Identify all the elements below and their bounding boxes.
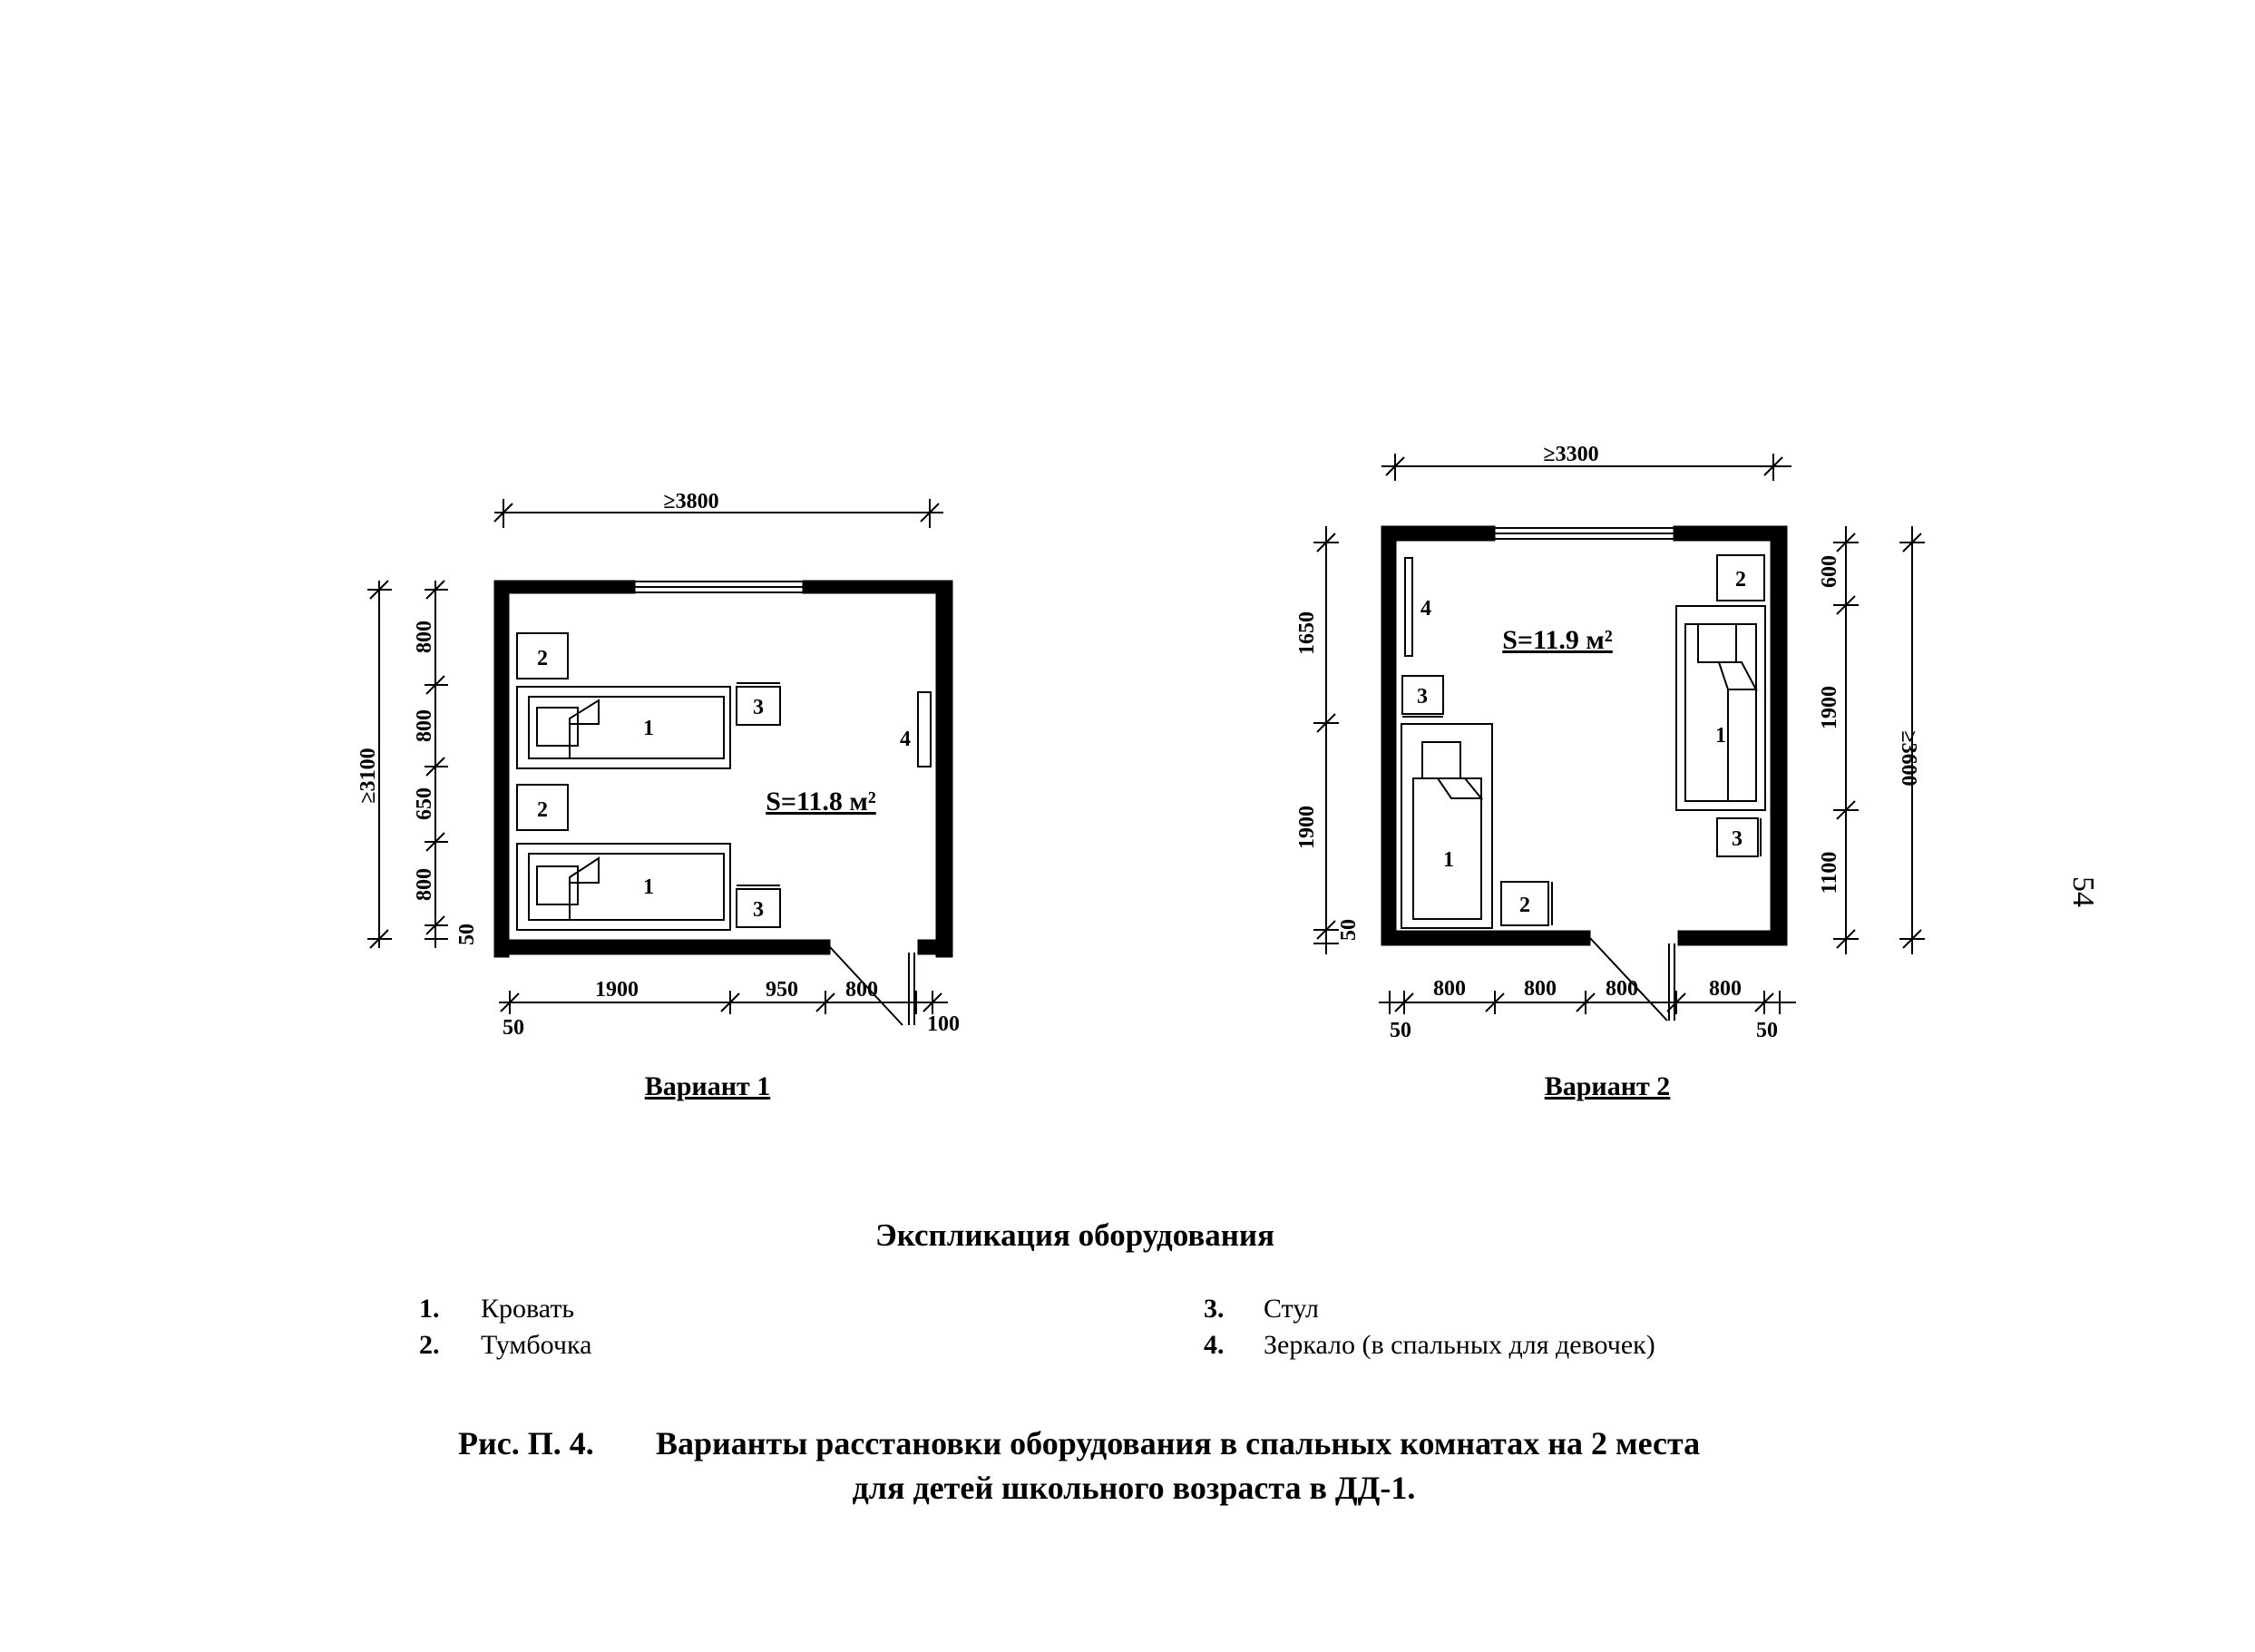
legend-label-2: Тумбочка — [481, 1330, 591, 1360]
v1-mirror-label: 4 — [900, 728, 911, 751]
v2-dim-800-c: 800 — [1606, 977, 1638, 1001]
v1-wall-top-right — [802, 580, 953, 594]
v2-nightstand-a — [1716, 554, 1765, 601]
v1-dim-950: 950 — [766, 978, 798, 1002]
v2-wall-right — [1770, 525, 1788, 946]
v1-dim-800-b: 800 — [413, 709, 436, 742]
legend-num-4: 4. — [1204, 1330, 1225, 1360]
v1-bed-b-label: 1 — [643, 875, 654, 899]
legend-num-3: 3. — [1204, 1294, 1225, 1324]
caption-line2: для детей школьного возраста в ДД-1. — [853, 1470, 1416, 1506]
v1-window — [635, 581, 803, 593]
v2-wall-bottom-left — [1381, 930, 1591, 946]
v1-area: S=11.8 м² — [766, 787, 876, 816]
v1-mirror — [917, 691, 932, 767]
v2-title: Вариант 2 — [1545, 1071, 1671, 1101]
caption-line1: Варианты расстановки оборудования в спал… — [656, 1425, 1700, 1461]
variant2-plan — [1313, 454, 1925, 1022]
v1-wall-bottom — [493, 939, 831, 955]
v1-chair-b — [736, 885, 781, 928]
v2-chair-a — [1401, 675, 1444, 718]
v2-window — [1495, 527, 1674, 540]
v2-dim-1100: 1100 — [1818, 852, 1841, 894]
v1-wall-top-left — [493, 580, 636, 594]
legend-label-4: Зеркало (в спальных для девочек) — [1264, 1330, 1655, 1360]
v2-mirror — [1404, 557, 1413, 657]
v1-bed-a — [516, 686, 731, 769]
v1-bed-a-label: 1 — [643, 717, 654, 740]
v1-width-label: ≥3800 — [663, 490, 718, 513]
v1-dim-50-left: 50 — [455, 924, 479, 945]
v2-nightstand-a-label: 2 — [1735, 568, 1746, 591]
v2-dim-left — [1313, 526, 1339, 954]
v2-bed-b — [1675, 605, 1766, 811]
v2-dim-50-bottom-left: 50 — [1390, 1019, 1411, 1042]
v1-height-label: ≥3100 — [356, 748, 380, 803]
caption-number: Рис. П. 4. — [458, 1425, 594, 1461]
v2-dim-50-left: 50 — [1337, 919, 1361, 941]
v2-dim-800-d: 800 — [1709, 977, 1742, 1001]
v1-dim-800-a: 800 — [413, 621, 436, 653]
v2-mirror-label: 4 — [1420, 597, 1431, 621]
v1-wall-right — [935, 580, 953, 958]
v2-dim-1900-right: 1900 — [1818, 686, 1841, 729]
v1-door — [829, 946, 915, 1026]
v1-dim-left — [367, 580, 448, 949]
v1-chair-b-label: 3 — [753, 898, 764, 922]
v1-dim-100: 100 — [927, 1012, 960, 1036]
v2-dim-50-bottom-right: 50 — [1756, 1019, 1778, 1042]
v1-dim-650: 650 — [413, 787, 436, 820]
legend-label-3: Стул — [1264, 1294, 1319, 1324]
v2-wall-left — [1381, 525, 1397, 946]
v1-nightstand-b — [516, 784, 569, 831]
v2-dim-600: 600 — [1818, 555, 1841, 588]
v2-nightstand-b — [1500, 881, 1553, 926]
v1-title: Вариант 1 — [645, 1071, 771, 1101]
v2-wall-top-left — [1381, 525, 1496, 542]
v1-wall-bottom-right — [917, 939, 953, 955]
v1-nightstand-a-label: 2 — [537, 647, 548, 670]
v2-dim-800-b: 800 — [1524, 977, 1557, 1001]
v2-dim-800-a: 800 — [1433, 977, 1466, 1001]
v2-bed-b-label: 1 — [1715, 724, 1726, 748]
page-number: 54 — [2066, 876, 2100, 907]
v1-dim-800-c: 800 — [413, 868, 436, 901]
legend-label-1: Кровать — [481, 1294, 574, 1324]
v1-dim-50-bottom: 50 — [503, 1016, 524, 1040]
v2-height-label: ≥3600 — [1897, 730, 1920, 786]
v2-bed-a-label: 1 — [1443, 848, 1454, 872]
v2-bed-a — [1401, 723, 1493, 929]
variant1-plan — [367, 499, 953, 1026]
v1-chair-a-label: 3 — [753, 696, 764, 719]
legend-num-1: 1. — [419, 1294, 440, 1324]
v1-nightstand-a — [516, 632, 569, 679]
v1-dim-1900: 1900 — [595, 978, 639, 1002]
v2-wall-bottom-right — [1677, 930, 1788, 946]
v2-dim-1650: 1650 — [1295, 611, 1319, 655]
v1-chair-a — [736, 682, 781, 726]
v1-dim-bottom — [499, 991, 948, 1014]
v2-dim-1900-left: 1900 — [1295, 806, 1319, 849]
v2-dim-top — [1381, 454, 1791, 481]
v1-bed-b — [516, 843, 731, 931]
v2-chair-b — [1716, 817, 1762, 857]
v2-door — [1589, 937, 1675, 1022]
v2-width-label: ≥3300 — [1543, 443, 1598, 466]
v2-dim-right — [1833, 526, 1925, 954]
v2-dim-bottom — [1379, 991, 1796, 1014]
v1-nightstand-b-label: 2 — [537, 798, 548, 822]
v2-chair-a-label: 3 — [1417, 685, 1428, 709]
v2-area: S=11.9 м² — [1502, 625, 1613, 655]
v1-wall-left — [493, 580, 510, 958]
legend-heading: Экспликация оборудования — [875, 1217, 1274, 1253]
v1-dim-top — [493, 499, 943, 528]
v1-dim-800: 800 — [845, 978, 878, 1002]
v2-nightstand-b-label: 2 — [1519, 894, 1530, 917]
v2-chair-b-label: 3 — [1732, 827, 1742, 851]
legend-num-2: 2. — [419, 1330, 440, 1360]
v2-wall-top-right — [1673, 525, 1788, 542]
